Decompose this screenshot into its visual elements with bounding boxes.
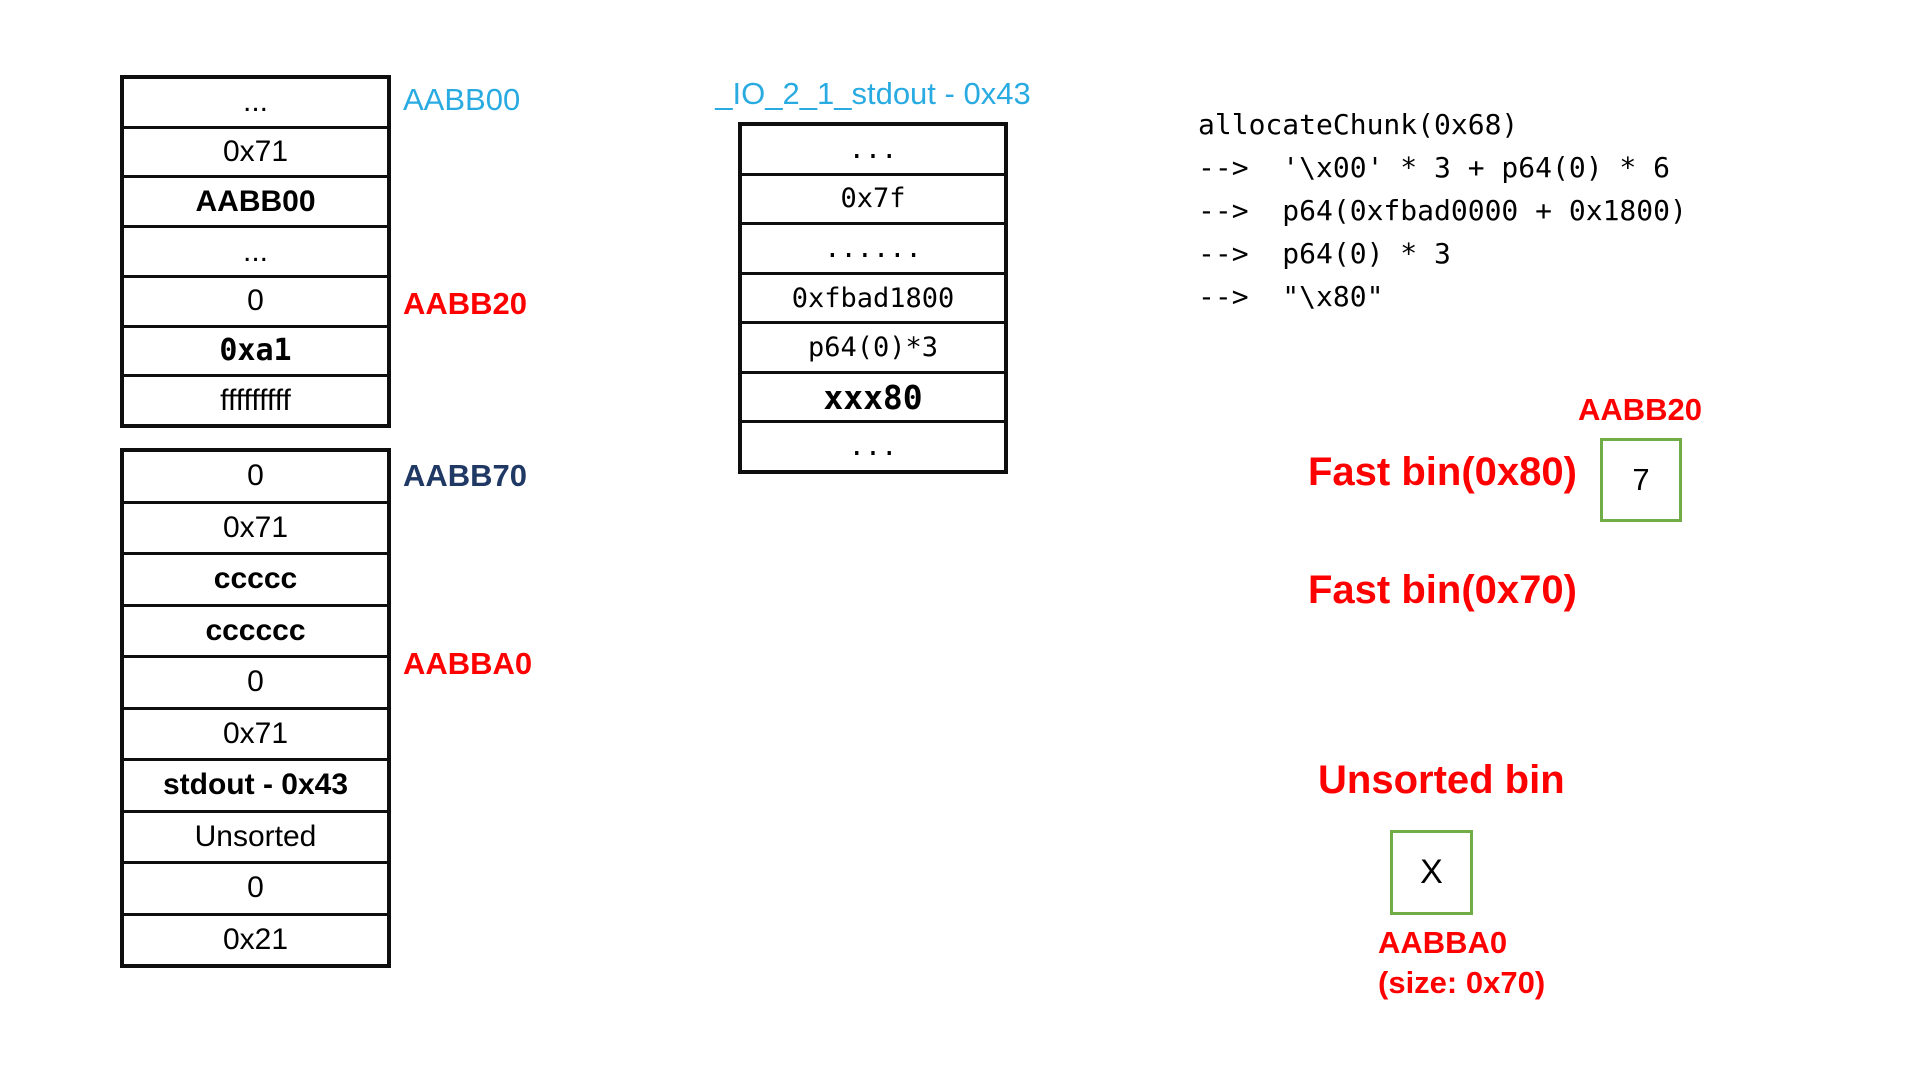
code-line: --> '\x00' * 3 + p64(0) * 6 bbox=[1198, 151, 1671, 184]
memory-table-io-stdout: ... 0x7f ...... 0xfbad1800 p64(0)*3 xxx8… bbox=[738, 122, 1008, 474]
fastbin-0x80-count-box: 7 bbox=[1600, 438, 1682, 522]
table-row: 0xa1 bbox=[124, 324, 387, 375]
unsorted-bin-label: Unsorted bin bbox=[1318, 758, 1565, 802]
memory-table-heap-bottom: 0 0x71 ccccc cccccc 0 0x71 stdout - 0x43… bbox=[120, 448, 391, 968]
table-row: AABB00 bbox=[124, 175, 387, 225]
table-row: fffffffff bbox=[124, 374, 387, 424]
payload-code-block: allocateChunk(0x68) --> '\x00' * 3 + p64… bbox=[1198, 103, 1687, 318]
table-row: ccccc bbox=[124, 552, 387, 604]
code-line: --> p64(0xfbad0000 + 0x1800) bbox=[1198, 194, 1687, 227]
unsorted-bin-chunk-box: X bbox=[1390, 830, 1473, 915]
table-row: ... bbox=[124, 225, 387, 275]
address-label-aabb00: AABB00 bbox=[403, 82, 521, 117]
address-label-aabb20: AABB20 bbox=[403, 286, 528, 321]
table-row: ... bbox=[848, 133, 898, 165]
table-row: 0 bbox=[247, 459, 264, 493]
io-stdout-table-title: _IO_2_1_stdout - 0x43 bbox=[715, 76, 1031, 111]
caption-address: AABBA0 bbox=[1378, 925, 1508, 960]
fastbin-box-address-label: AABB20 bbox=[1578, 392, 1703, 427]
address-label-aabb70: AABB70 bbox=[403, 458, 528, 493]
fastbin-0x70-label: Fast bin(0x70) bbox=[1308, 568, 1577, 612]
table-row: ... bbox=[742, 420, 1004, 470]
code-line: allocateChunk(0x68) bbox=[1198, 108, 1519, 141]
table-row: Unsorted bbox=[124, 809, 387, 862]
code-line: --> "\x80" bbox=[1198, 280, 1384, 313]
address-label-aabba0: AABBA0 bbox=[403, 646, 533, 681]
table-row: ...... bbox=[742, 222, 1004, 272]
table-row: 0 bbox=[124, 655, 387, 707]
table-row: 0x71 bbox=[124, 125, 387, 176]
code-line: --> p64(0) * 3 bbox=[1198, 237, 1451, 270]
table-row: 0 bbox=[124, 274, 387, 325]
table-row: 0x71 bbox=[124, 706, 387, 759]
unsorted-bin-chunk-caption: AABBA0 (size: 0x70) bbox=[1378, 923, 1545, 1003]
table-row: 0 bbox=[124, 861, 387, 913]
caption-size: (size: 0x70) bbox=[1378, 965, 1546, 1000]
table-row: 0x7f bbox=[742, 172, 1004, 223]
table-row: p64(0)*3 bbox=[742, 321, 1004, 371]
fastbin-0x80-label: Fast bin(0x80) bbox=[1308, 450, 1577, 494]
table-row: ... bbox=[242, 85, 268, 119]
table-row: 0x21 bbox=[124, 912, 387, 965]
table-row: 0x71 bbox=[124, 500, 387, 553]
table-row: stdout - 0x43 bbox=[124, 758, 387, 810]
table-row: cccccc bbox=[124, 603, 387, 656]
table-row: 0xfbad1800 bbox=[742, 271, 1004, 322]
table-row: xxx80 bbox=[742, 370, 1004, 421]
memory-table-heap-top: ... 0x71 AABB00 ... 0 0xa1 fffffffff bbox=[120, 75, 391, 428]
